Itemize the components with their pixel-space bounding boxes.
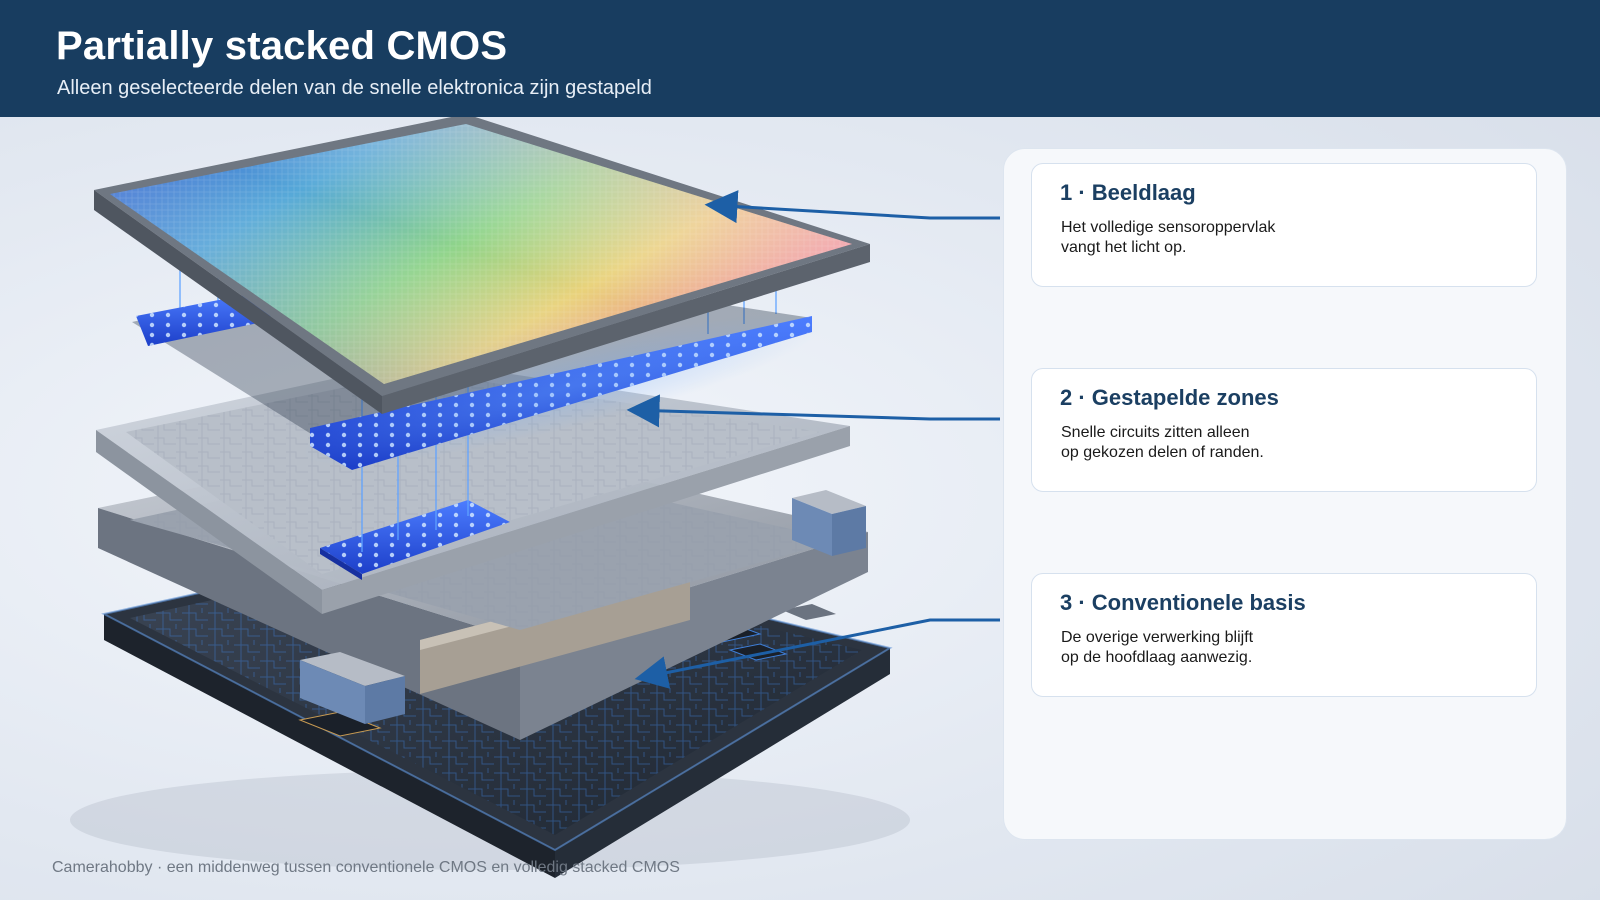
card-title: 3 · Conventionele basis (1060, 590, 1306, 615)
card-title: 1 · Beeldlaag (1060, 180, 1196, 205)
card-description-line: op de hoofdlaag aanwezig. (1061, 649, 1253, 666)
arrow-gestapelde-zones (626, 394, 1000, 428)
card-description: Het volledige sensoroppervlak vangt het … (1061, 218, 1361, 258)
page-subtitle: Alleen geselecteerde delen van de snelle… (57, 77, 652, 99)
image-layer (94, 114, 870, 414)
card-description-line: Het volledige sensoroppervlak (1061, 219, 1276, 236)
card-description: Snelle circuits zitten alleen op gekozen… (1061, 423, 1361, 463)
arrow-beeldlaag (704, 190, 1000, 224)
footer-caption: Camerahobby · een middenweg tussen conve… (52, 859, 680, 876)
card-conventionele-basis: 3 · Conventionele basis De overige verwe… (1031, 573, 1537, 697)
card-description-line: vangt het licht op. (1061, 239, 1187, 256)
arrow-conventionele-basis (634, 618, 1000, 689)
card-description-line: De overige verwerking blijft (1061, 629, 1254, 646)
card-description-line: Snelle circuits zitten alleen (1061, 424, 1250, 441)
card-description: De overige verwerking blijft op de hoofd… (1061, 628, 1361, 668)
header-banner: Partially stacked CMOS Alleen geselectee… (0, 0, 1600, 117)
card-beeldlaag: 1 · Beeldlaag Het volledige sensoropperv… (1031, 163, 1537, 287)
card-title: 2 · Gestapelde zones (1060, 385, 1279, 410)
callout-arrows (626, 190, 1000, 689)
card-gestapelde-zones: 2 · Gestapelde zones Snelle circuits zit… (1031, 368, 1537, 492)
card-description-line: op gekozen delen of randen. (1061, 444, 1264, 461)
page-title: Partially stacked CMOS (56, 24, 508, 68)
